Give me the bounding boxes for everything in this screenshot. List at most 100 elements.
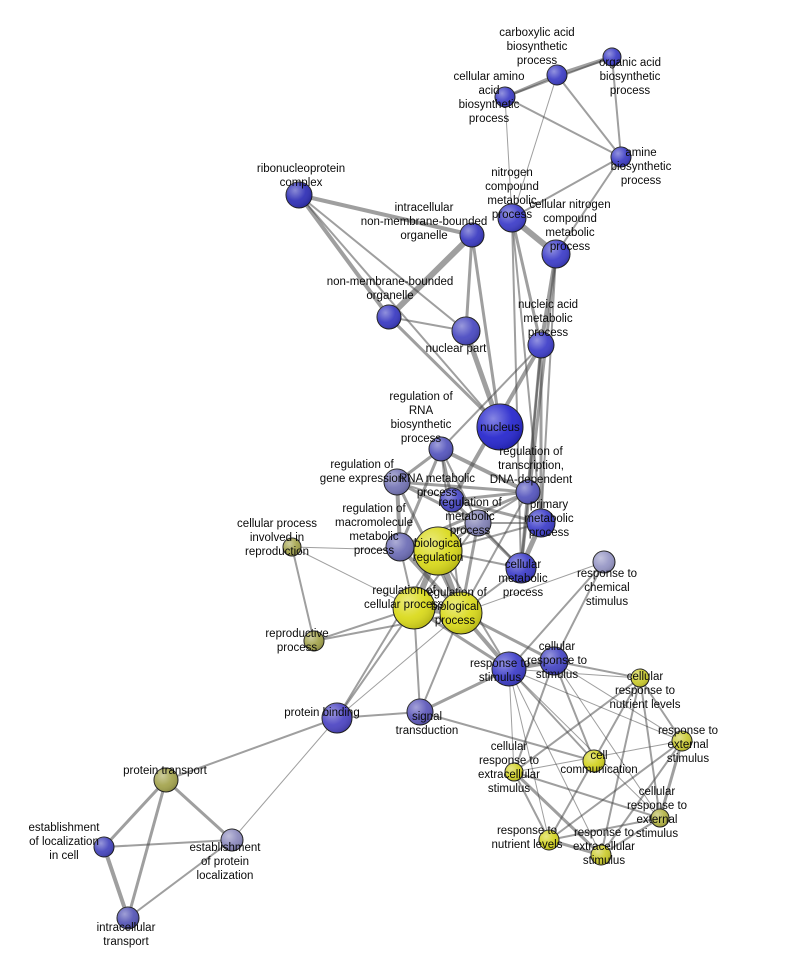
node-shading-protein-binding <box>322 703 352 733</box>
node-primary-metabolic-process[interactable] <box>526 508 556 538</box>
node-biological-regulation[interactable] <box>413 526 463 576</box>
edge-cellular-response-to-nutrient-levels--response-to-extracellular-stimulus <box>600 677 641 856</box>
edge-non-membrane-bounded-organelle--nucleus <box>387 315 502 429</box>
edge-cellular-response-to-nutrient-levels--cellular-response-to-external-stimulus <box>639 677 661 819</box>
edge-cellular-process-involved-in-reproduction--reproductive-process <box>291 546 315 642</box>
node-cell-communication[interactable] <box>582 749 606 773</box>
node-regulation-of-rna-biosynthetic-process[interactable] <box>428 436 454 462</box>
node-shading-response-to-extracellular-stimulus <box>591 845 611 865</box>
edge-cellular-process-involved-in-reproduction--regulation-of-cellular-process <box>291 546 415 609</box>
edge-ribonucleoprotein-complex--non-membrane-bounded-organelle <box>297 193 391 319</box>
edge-carboxylic-acid-biosynthetic-process--amine-biosynthetic-process <box>556 74 622 158</box>
node-cellular-response-to-external-stimulus[interactable] <box>650 808 670 828</box>
node-nucleic-acid-metabolic-process[interactable] <box>527 331 555 359</box>
node-cellular-response-to-extracellular-stimulus[interactable] <box>504 762 524 782</box>
node-shading-establishment-of-protein-localization <box>221 829 243 851</box>
node-regulation-of-cellular-process[interactable] <box>392 586 436 630</box>
node-organic-acid-biosynthetic-process[interactable] <box>602 47 622 67</box>
node-response-to-chemical-stimulus[interactable] <box>592 550 616 574</box>
edge-cellular-response-to-stimulus--cellular-response-to-extracellular-stimulus <box>513 660 555 773</box>
edge-nucleic-acid-metabolic-process--cellular-metabolic-process <box>519 343 543 570</box>
node-label-protein-binding: protein binding <box>284 707 359 719</box>
node-response-to-external-stimulus[interactable] <box>671 730 693 752</box>
edge-intracellular-non-membrane-bounded-organelle--nucleus <box>470 233 502 429</box>
node-regulation-of-biological-process[interactable] <box>439 591 483 635</box>
edge-cellular-response-to-extracellular-stimulus--response-to-extracellular-stimulus <box>512 770 603 857</box>
edge-ribonucleoprotein-complex--intracellular-non-membrane-bounded-organelle <box>297 193 474 237</box>
node-regulation-of-gene-expression[interactable] <box>383 468 411 496</box>
node-nuclear-part[interactable] <box>451 316 481 346</box>
node-shading-organic-acid-biosynthetic-process <box>603 48 621 66</box>
edge-cellular-response-to-stimulus--response-to-external-stimulus <box>553 660 683 742</box>
node-regulation-of-metabolic-process[interactable] <box>464 509 492 537</box>
edge-cell-communication--signal-transduction <box>419 711 595 762</box>
node-shading-intracellular-non-membrane-bounded-organelle <box>460 223 484 247</box>
node-signal-transduction[interactable] <box>406 698 434 726</box>
node-response-to-stimulus[interactable] <box>491 651 527 687</box>
node-shading-regulation-of-biological-process <box>440 592 482 634</box>
node-carboxylic-acid-biosynthetic-process[interactable] <box>546 64 568 86</box>
node-reproductive-process[interactable] <box>303 630 325 652</box>
edge-carboxylic-acid-biosynthetic-process--nitrogen-compound-metabolic-process <box>511 74 558 219</box>
node-shading-amine-biosynthetic-process <box>611 147 631 167</box>
node-cellular-response-to-nutrient-levels[interactable] <box>630 668 650 688</box>
node-shading-intracellular-transport <box>117 907 139 929</box>
edge-regulation-of-transcription-dna-dependent--regulation-of-gene-expression <box>395 480 530 494</box>
edge-cellular-nitrogen-compound-metabolic-process--primary-metabolic-process <box>540 253 557 524</box>
edge-protein-binding--biological-regulation <box>336 550 439 719</box>
node-regulation-of-transcription-dna-dependent[interactable] <box>515 479 541 505</box>
node-response-to-extracellular-stimulus[interactable] <box>590 844 612 866</box>
node-nitrogen-compound-metabolic-process[interactable] <box>497 203 527 233</box>
edge-regulation-of-transcription-dna-dependent--regulation-of-biological-process <box>460 491 529 614</box>
node-intracellular-non-membrane-bounded-organelle[interactable] <box>459 222 485 248</box>
edge-cellular-response-to-stimulus--cellular-response-to-external-stimulus <box>553 660 661 819</box>
edge-cellular-response-to-stimulus--cellular-response-to-nutrient-levels <box>553 660 641 679</box>
node-regulation-of-macromolecule-metabolic-process[interactable] <box>385 532 415 562</box>
edge-response-to-external-stimulus--response-to-nutrient-levels <box>548 740 683 841</box>
node-non-membrane-bounded-organelle[interactable] <box>376 304 402 330</box>
node-shading-biological-regulation <box>414 527 462 575</box>
node-nucleus[interactable] <box>476 403 524 451</box>
edge-response-to-external-stimulus--cellular-response-to-external-stimulus <box>658 739 684 820</box>
node-ribonucleoprotein-complex[interactable] <box>285 181 313 209</box>
node-response-to-nutrient-levels[interactable] <box>538 829 560 851</box>
node-intracellular-transport[interactable] <box>116 906 140 930</box>
node-amine-biosynthetic-process[interactable] <box>610 146 632 168</box>
node-cellular-metabolic-process[interactable] <box>505 552 537 584</box>
node-cellular-nitrogen-compound-metabolic-process[interactable] <box>541 239 571 269</box>
node-establishment-of-protein-localization[interactable] <box>220 828 244 852</box>
node-label-protein-transport: protein transport <box>123 765 208 777</box>
node-shading-signal-transduction <box>407 699 433 725</box>
node-shading-non-membrane-bounded-organelle <box>377 305 401 329</box>
edge-rna-metabolic-process--regulation-of-transcription-dna-dependent <box>450 490 530 502</box>
node-rna-metabolic-process[interactable] <box>439 487 465 513</box>
edge-regulation-of-rna-biosynthetic-process--regulation-of-macromolecule-metabolic-process <box>398 447 443 549</box>
edge-establishment-of-localization-in-cell--intracellular-transport <box>102 845 130 920</box>
node-shading-cellular-amino-acid-biosynthetic-process <box>495 87 515 107</box>
node-shading-regulation-of-gene-expression <box>384 469 410 495</box>
node-shading-cellular-process-involved-in-reproduction <box>283 538 301 556</box>
node-label-nucleus: nucleus <box>480 422 520 434</box>
node-protein-transport[interactable] <box>153 767 179 793</box>
node-protein-binding[interactable] <box>321 702 353 734</box>
node-cellular-process-involved-in-reproduction[interactable] <box>282 537 302 557</box>
node-cellular-response-to-stimulus[interactable] <box>539 646 569 676</box>
node-cellular-amino-acid-biosynthetic-process[interactable] <box>494 86 516 108</box>
node-shading-establishment-of-localization-in-cell <box>94 837 114 857</box>
node-establishment-of-localization-in-cell[interactable] <box>93 836 115 858</box>
